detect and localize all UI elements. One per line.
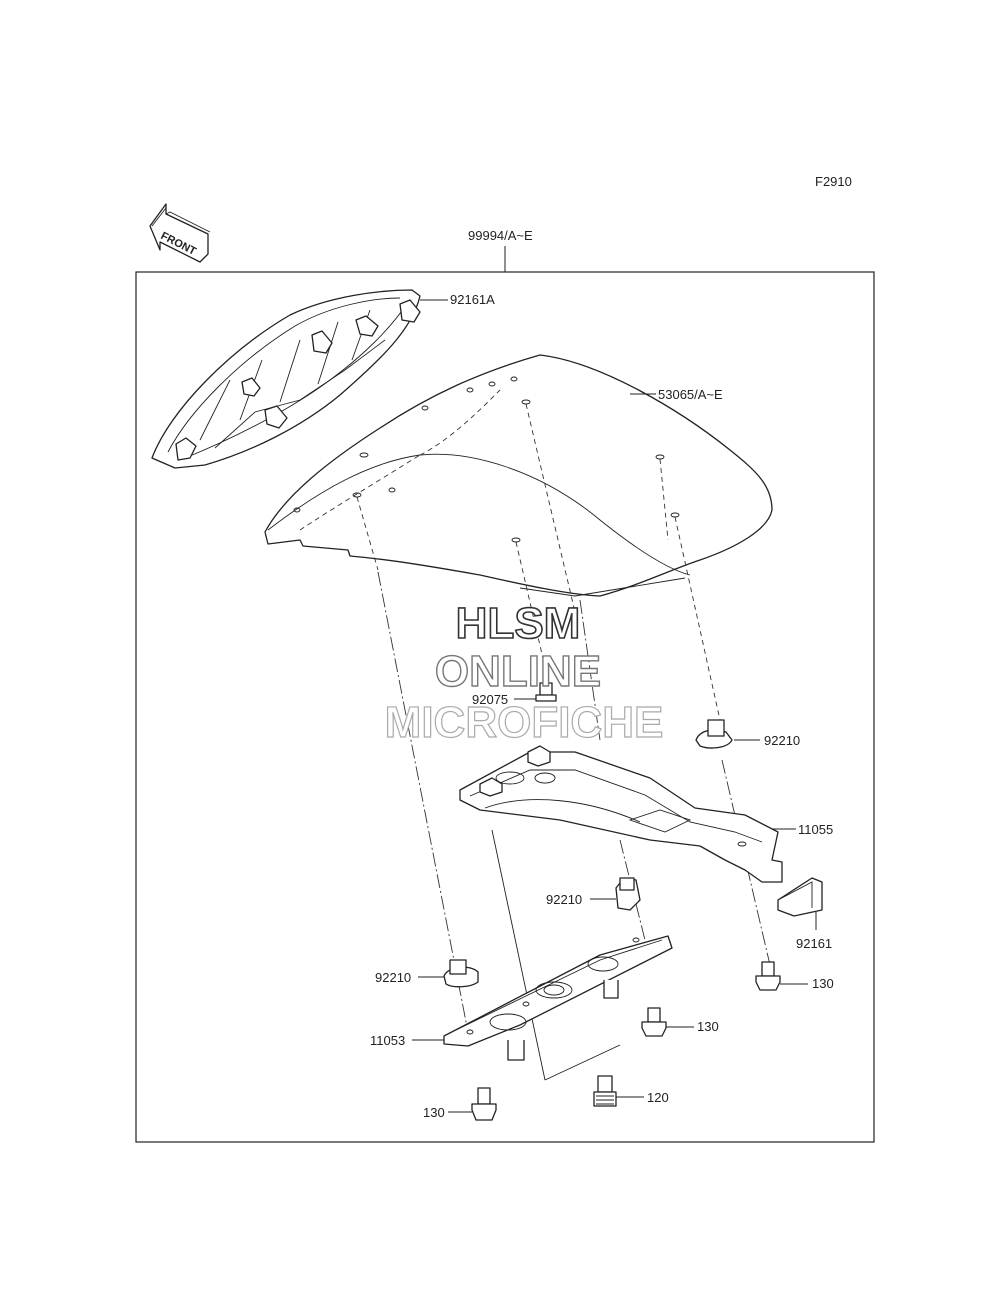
label-130-left: 130 [423,1105,445,1120]
bolt-120 [593,1075,617,1107]
label-92161: 92161 [796,936,832,951]
label-92161a: 92161A [450,292,495,307]
label-120: 120 [647,1090,669,1105]
bolt-130-right [755,961,781,991]
nut-92210-upper [695,719,733,749]
label-11053: 11053 [370,1033,405,1048]
front-arrow-icon: FRONT [149,203,211,263]
label-92075: 92075 [472,692,508,707]
bracket-11055 [459,745,783,883]
seat-pad [264,354,773,597]
nut-92210-lower [443,959,479,988]
watermark-line1: HLSM [456,599,581,648]
bolt-130-middle [641,1007,667,1037]
figure-code: F2910 [815,174,852,189]
nut-92210-middle [615,877,641,911]
label-92210-upper: 92210 [764,733,800,748]
assembly-frame [135,271,875,1143]
bolt-130-left [471,1087,497,1121]
watermark: HLSM ONLINE MICROFICHE [384,598,664,747]
seat-cover-frame [151,289,421,469]
label-130-right: 130 [812,976,834,991]
assembly-label: 99994/A~E [468,228,533,243]
damper-92161 [777,877,823,917]
label-53065: 53065/A~E [658,387,723,402]
label-11055: 11055 [798,822,833,837]
label-92210-middle: 92210 [546,892,582,907]
watermark-line2: ONLINE [435,647,601,696]
label-130-middle: 130 [697,1019,719,1034]
label-92210-lower: 92210 [375,970,411,985]
watermark-line3: MICROFICHE [385,698,664,747]
bracket-11053 [443,935,673,1061]
